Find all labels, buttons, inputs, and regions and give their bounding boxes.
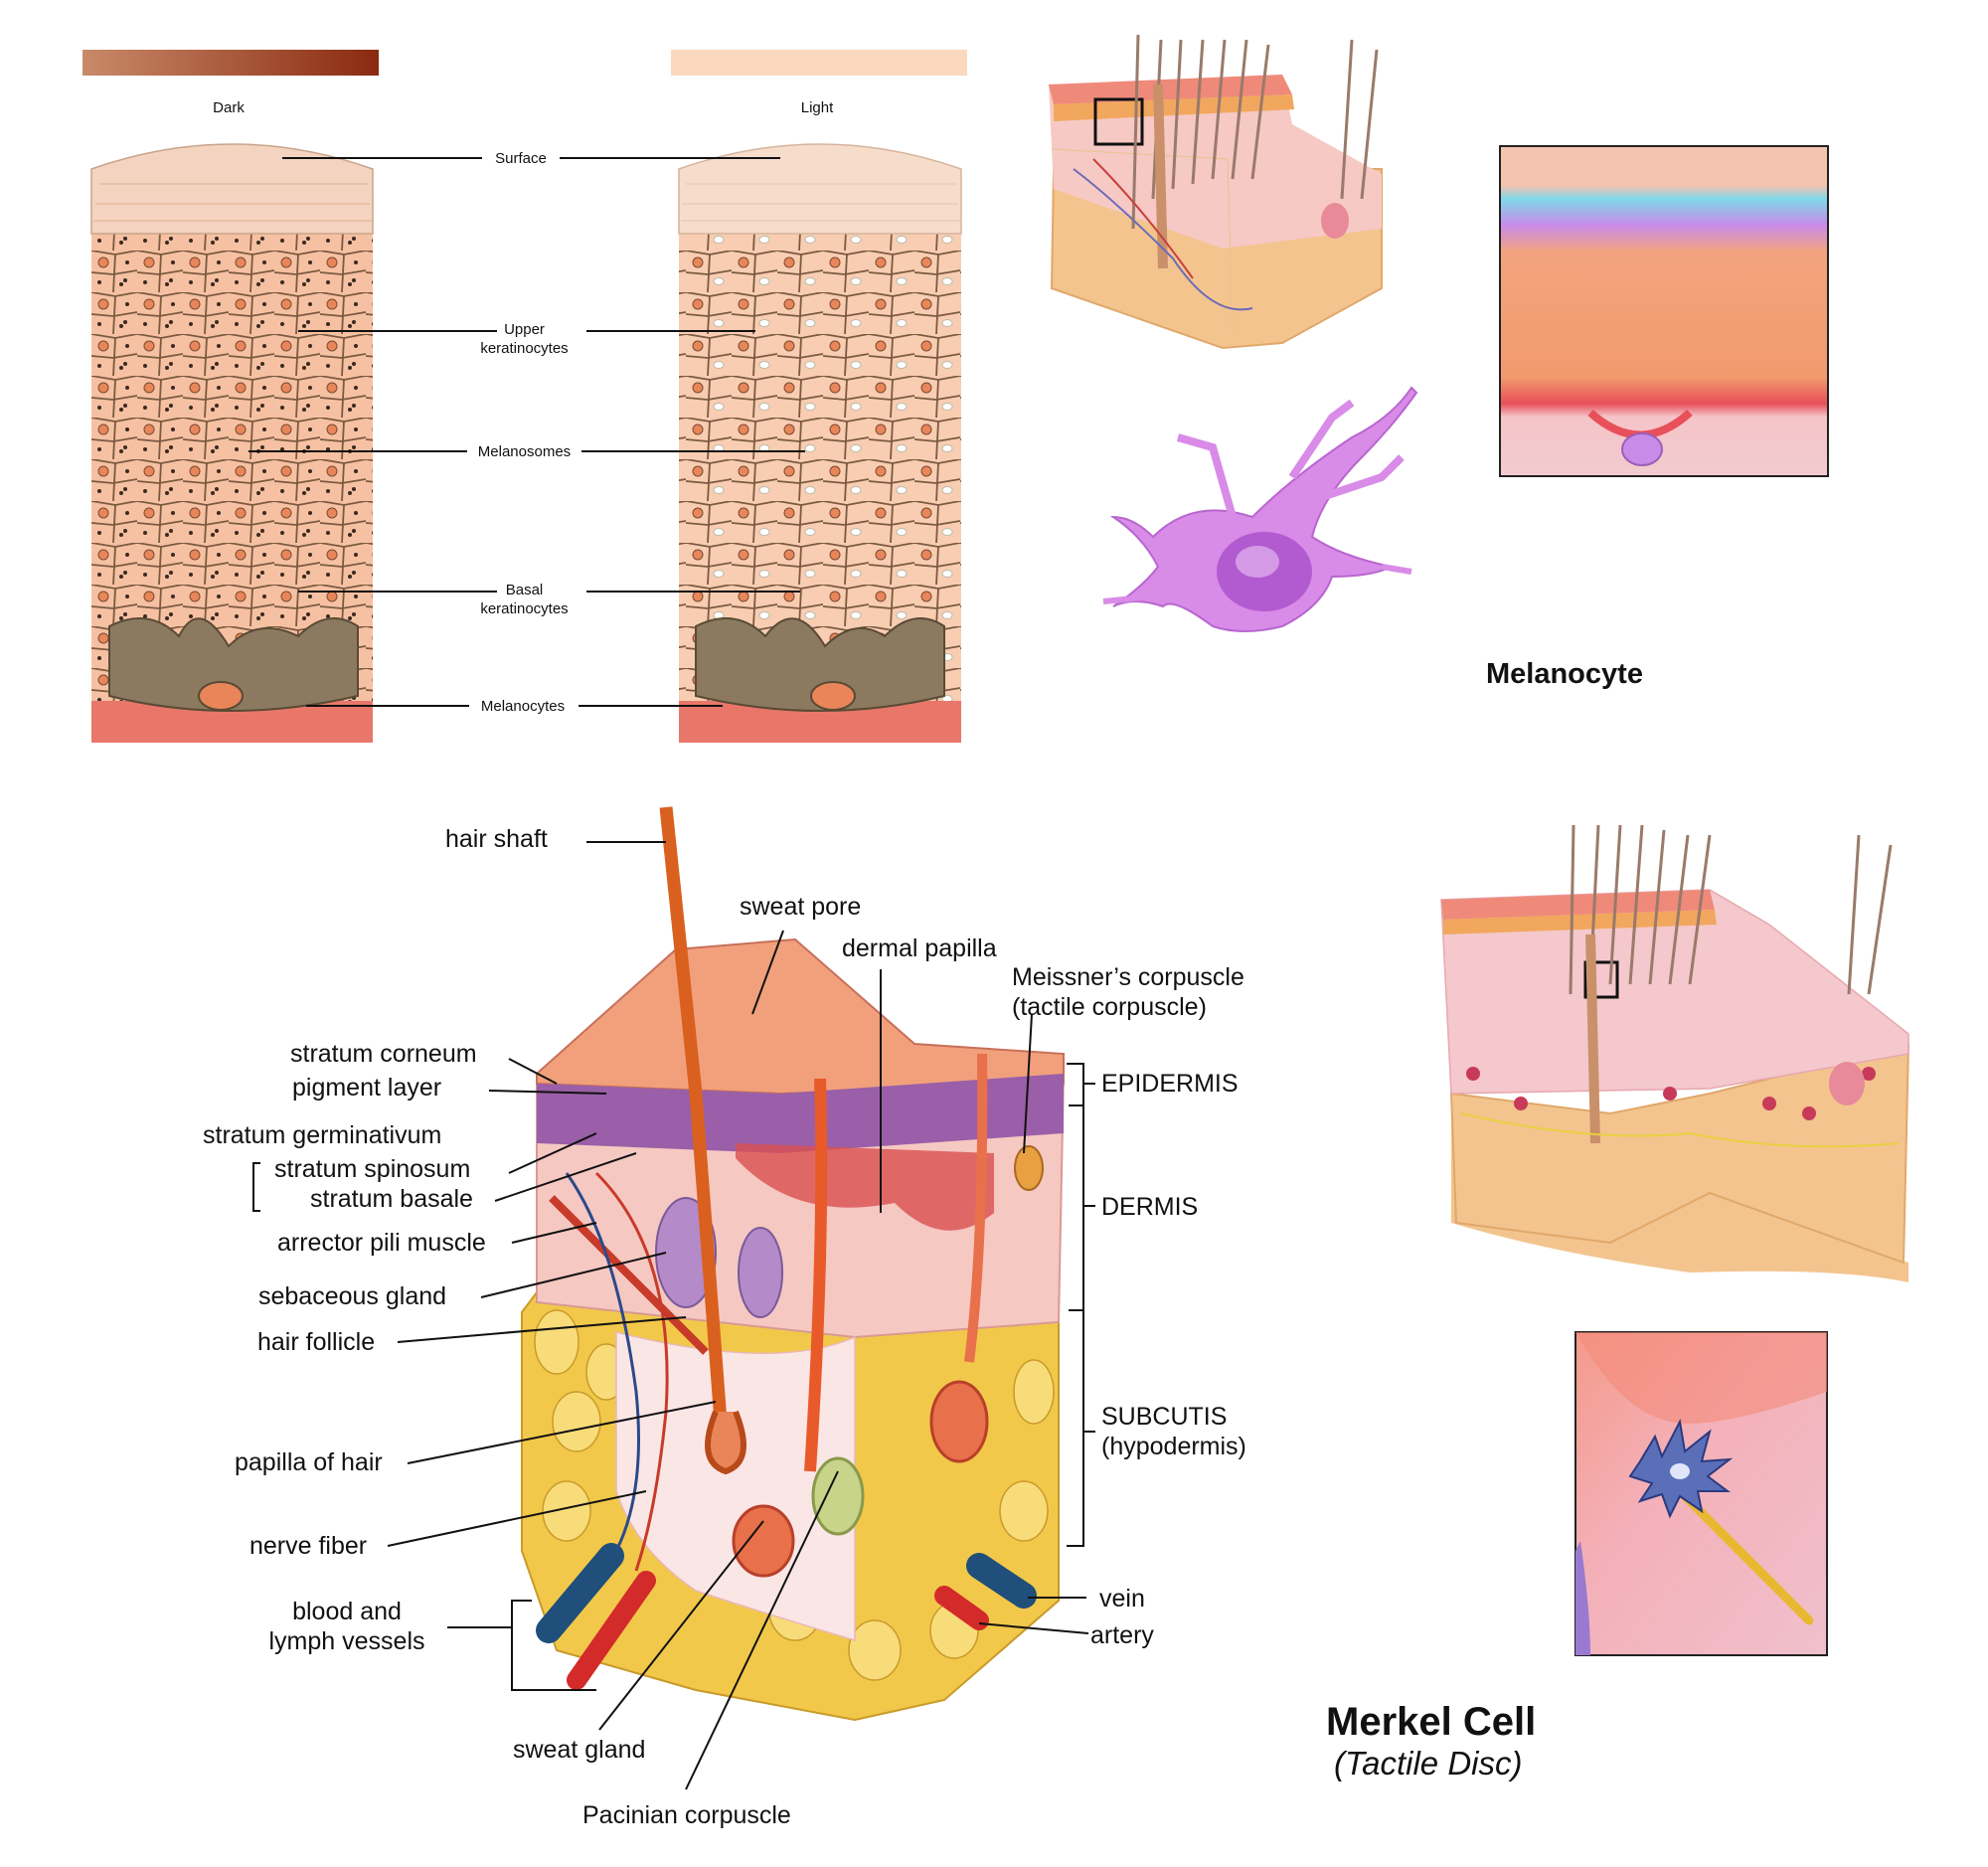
melanocyte-skin-block [1049,34,1383,350]
merkel-title: Merkel Cell [1326,1700,1537,1744]
artery-vessel-right [934,1586,989,1630]
artery-vessel-left [567,1571,656,1690]
merkel-magnified-inset [1574,1331,1828,1656]
label-sebaceous-gland: sebaceous gland [258,1282,447,1310]
label-melanosomes: Melanosomes [477,443,572,460]
label-melanocytes: Melanocytes [480,698,566,715]
label-subcutis: SUBCUTIS (hypodermis) [1101,1403,1246,1460]
label-dermis: DERMIS [1101,1193,1199,1221]
arrector-pili-muscle [549,1195,709,1355]
vein-vessel-right [966,1553,1037,1609]
label-pacinian-corpuscle: Pacinian corpuscle [582,1801,791,1829]
label-arrector-pili-muscle: arrector pili muscle [277,1229,486,1257]
label-upper-keratinocytes: Upper keratinocytes [480,321,569,357]
label-blood-and-lymph-vessels: blood and lymph vessels [268,1598,425,1655]
pigment-layer-band [537,1074,1064,1153]
label-sweat-pore: sweat pore [740,893,862,921]
merkel-skin-block [1440,824,1910,1282]
nerve-fiber-line [565,1172,640,1552]
meissner-corpuscle [1014,1145,1044,1191]
label-stratum-corneum: stratum corneum [290,1040,477,1068]
merkel-subtitle: (Tactile Disc) [1334,1745,1523,1782]
melanocyte-magnified-inset [1499,145,1829,477]
dark-skin-color-bar [83,50,379,76]
label-nerve-fiber: nerve fiber [249,1532,368,1560]
label-sweat-gland: sweat gland [513,1736,646,1764]
light-skin-color-bar [671,50,967,76]
label-stratum-spinosum: stratum spinosum [274,1155,471,1183]
comparison-leader-lines [248,157,805,707]
pacinian-corpuscle [811,1456,865,1536]
melanocyte-title: Melanocyte [1486,658,1643,690]
cross-section-leader-lines [252,841,1095,1790]
label-pigment-layer: pigment layer [292,1074,442,1102]
label-meissners-corpuscle: Meissner’s corpuscle (tactile corpuscle) [1012,963,1244,1021]
label-dermal-papilla: dermal papilla [842,934,997,962]
label-epidermis: EPIDERMIS [1101,1070,1239,1098]
dark-epidermis-column [90,143,374,743]
sweat-gland-coil [732,1504,795,1578]
label-basal-keratinocytes: Basal keratinocytes [480,582,569,617]
label-stratum-germinativum: stratum germinativum [203,1121,442,1149]
label-hair-follicle: hair follicle [257,1328,376,1356]
light-epidermis-column [678,143,962,743]
label-papilla-of-hair: papilla of hair [235,1448,383,1476]
label-artery: artery [1090,1621,1154,1649]
melanocyte-cell [1102,386,1418,632]
column-label-dark: Dark [213,99,245,116]
label-vein: vein [1099,1585,1145,1612]
label-stratum-basale: stratum basale [310,1185,473,1213]
label-surface: Surface [495,150,547,167]
column-label-light: Light [800,99,834,116]
hair-shaft [659,806,728,1423]
vein-vessel-left [536,1543,624,1643]
label-hair-shaft: hair shaft [445,825,548,853]
